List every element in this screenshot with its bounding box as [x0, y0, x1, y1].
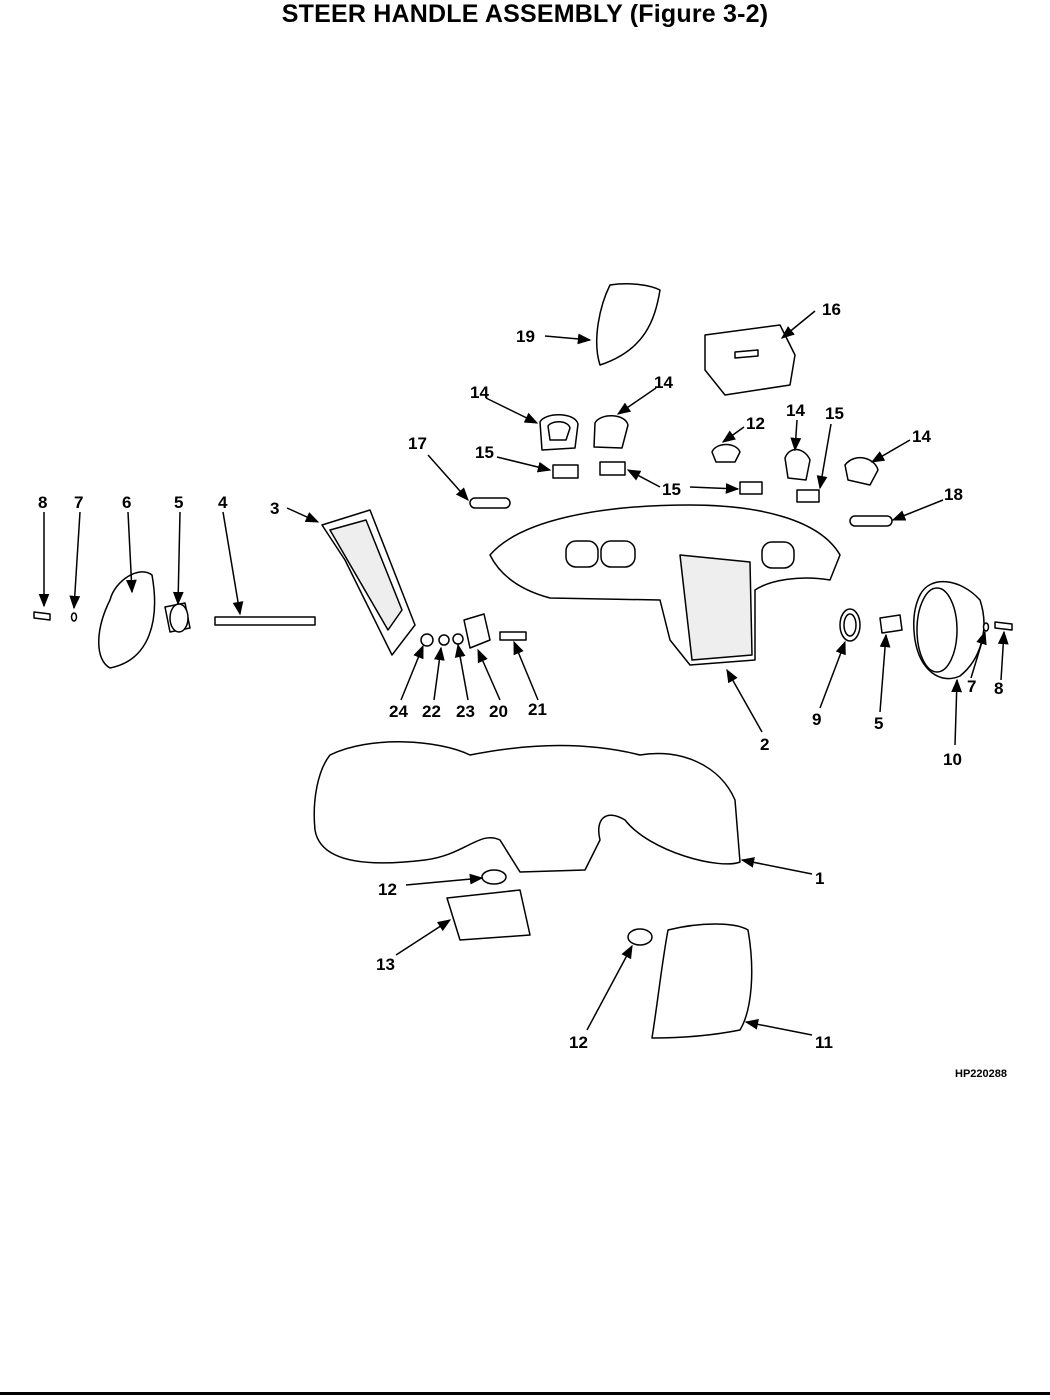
callout-3: 3	[270, 499, 279, 518]
part-15-clip-c	[739, 481, 763, 495]
part-12-plug-lower-right	[627, 928, 653, 946]
part-21-bolt	[499, 631, 527, 641]
part-4-shaft	[214, 616, 316, 626]
part-12-plug-lower-left	[481, 869, 507, 885]
part-12-plug-upper	[711, 443, 741, 463]
part-13-access-cover	[446, 889, 531, 941]
callout-20: 20	[489, 702, 508, 721]
part-11-rear-cover	[651, 923, 753, 1039]
callout-15-b: 15	[475, 443, 494, 462]
part-8-screw-left	[33, 611, 51, 621]
callout-7: 7	[74, 493, 83, 512]
part-6-grip-cover	[98, 571, 156, 669]
callout-9: 9	[812, 710, 821, 729]
part-15-clip-a	[552, 464, 579, 479]
callout-24: 24	[389, 702, 408, 721]
callout-5: 5	[174, 493, 183, 512]
part-23-washer	[452, 633, 464, 645]
part-14-switch-middle	[593, 415, 629, 449]
callout-13: 13	[376, 955, 395, 974]
callout-12-a: 12	[746, 414, 765, 433]
part-22-washer	[438, 634, 450, 646]
callout-4: 4	[218, 493, 228, 512]
callout-12-b: 12	[378, 880, 397, 899]
callout-16: 16	[822, 300, 841, 319]
callout-14-b: 14	[654, 373, 673, 392]
part-15-clip-d	[796, 489, 820, 503]
callout-2: 2	[760, 735, 769, 754]
callout-1: 1	[815, 869, 824, 888]
callout-8: 8	[38, 493, 47, 512]
part-24-nut	[420, 633, 434, 647]
part-1-lower-housing	[313, 741, 741, 873]
part-14-switch-right-a	[784, 448, 811, 481]
callout-23: 23	[456, 702, 475, 721]
callout-14-c: 14	[786, 401, 805, 420]
part-19-lens	[595, 283, 661, 366]
part-20-block	[463, 613, 491, 649]
callout-22: 22	[422, 702, 441, 721]
callout-12-c: 12	[569, 1033, 588, 1052]
part-18-pad	[849, 515, 893, 527]
callout-14-a: 14	[470, 383, 489, 402]
callout-15-c: 15	[662, 480, 681, 499]
callout-17: 17	[408, 434, 427, 453]
callout-5-right: 5	[874, 714, 883, 733]
callout-11: 11	[815, 1033, 833, 1052]
callout-21: 21	[528, 700, 547, 719]
page-title: STEER HANDLE ASSEMBLY (Figure 3-2)	[281, 0, 769, 28]
part-7-washer-right	[982, 622, 990, 632]
part-2-upper-housing	[489, 504, 841, 666]
callout-14-d: 14	[912, 427, 931, 446]
callout-15-a: 15	[825, 404, 844, 423]
part-15-clip-b	[599, 461, 626, 476]
part-17-pad	[469, 497, 511, 509]
part-8-screw-right	[994, 621, 1013, 631]
callout-6: 6	[122, 493, 131, 512]
footer-rule	[0, 1392, 1050, 1395]
callout-18: 18	[944, 485, 963, 504]
part-7-washer-left	[70, 612, 78, 622]
part-5-bushing-right	[879, 614, 903, 634]
callout-8-right: 8	[994, 679, 1003, 698]
callout-10: 10	[943, 750, 962, 769]
callout-19: 19	[516, 327, 535, 346]
callout-7-right: 7	[967, 677, 976, 696]
part-16-cover	[704, 324, 796, 396]
figure-id: HP220288	[955, 1068, 1007, 1080]
